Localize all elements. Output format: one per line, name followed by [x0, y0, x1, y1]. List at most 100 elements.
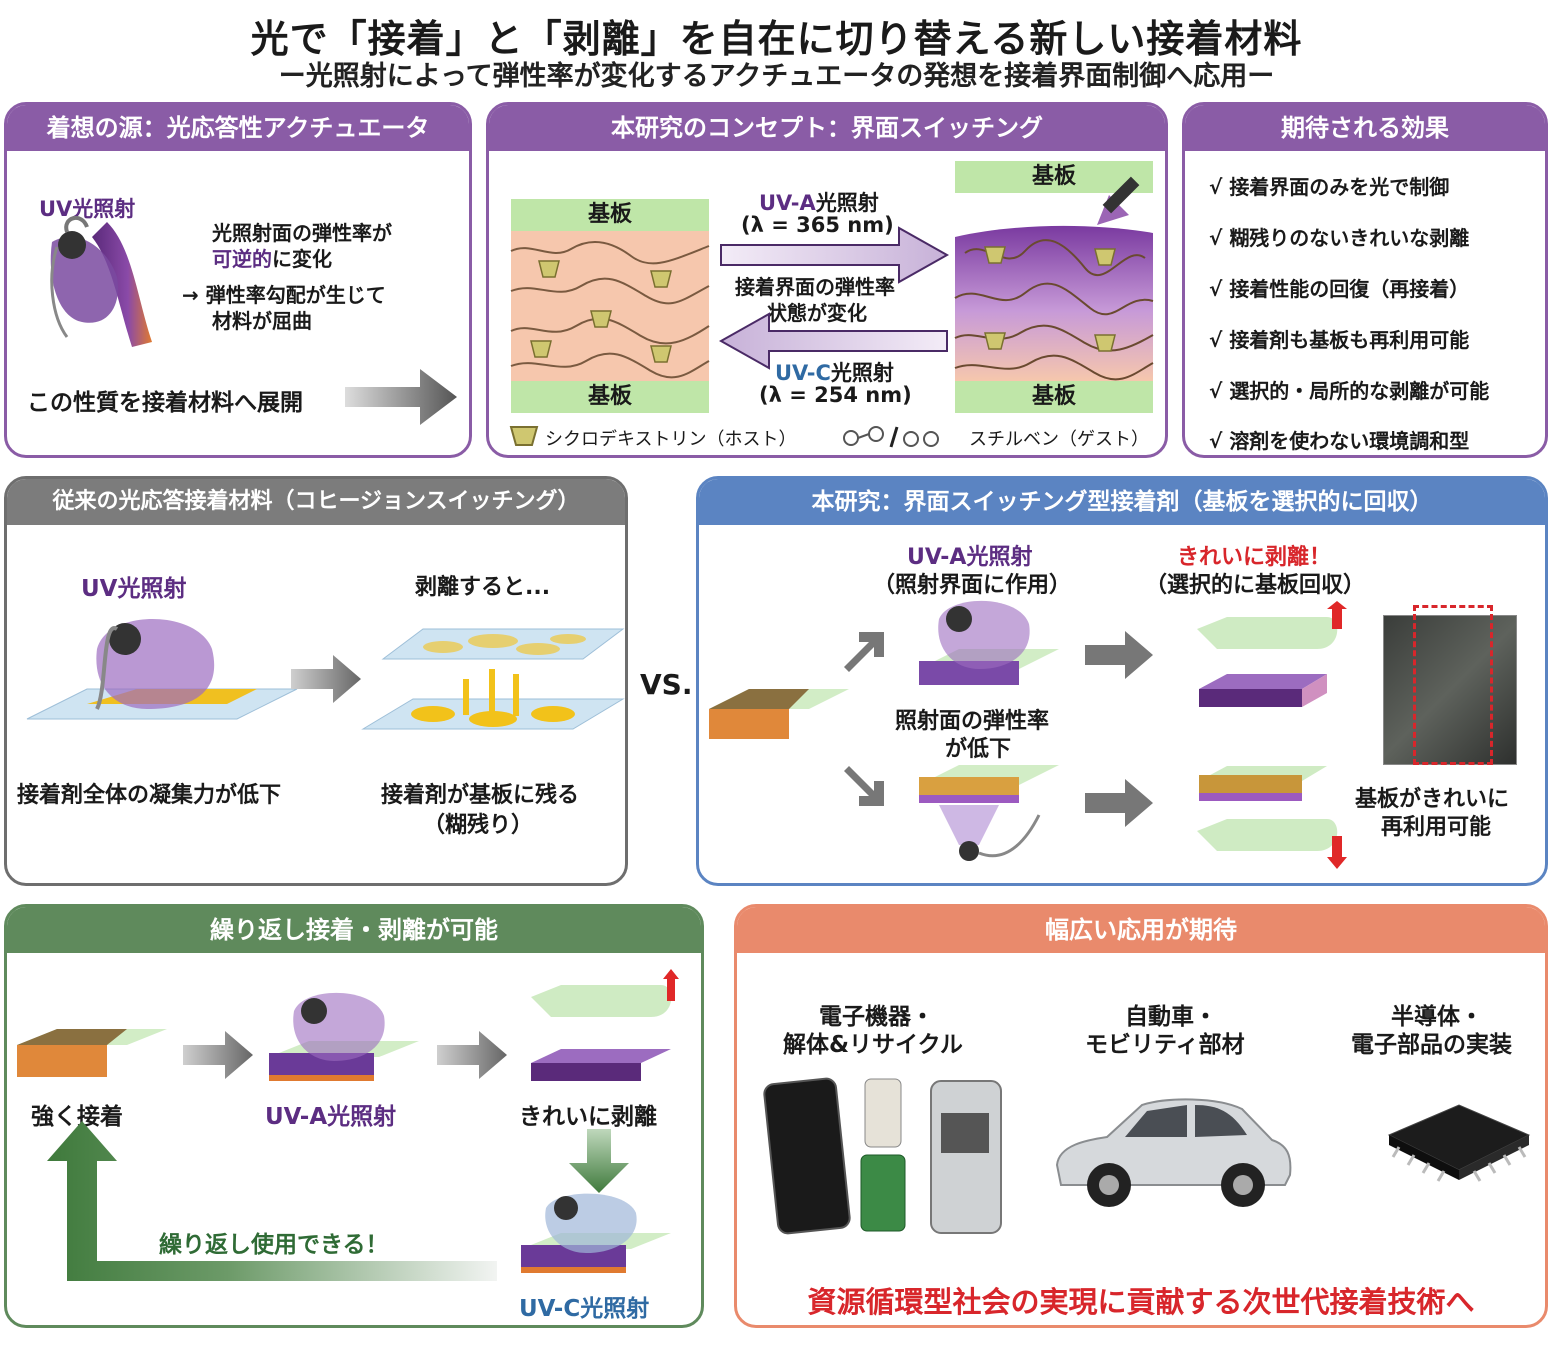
- uva-lamp-stack-bottom: [919, 765, 1059, 861]
- study-clean-1: きれいに剥離！: [1177, 545, 1332, 570]
- inspiration-panel: 着想の源：光応答性アクチュエータ UV光照射 光照射面の弾性率が 可逆的に変化 …: [4, 102, 472, 458]
- repeat-arrow-1-icon: [183, 1031, 253, 1079]
- repeat-strong: 強く接着: [31, 1104, 123, 1130]
- uvc-name: UV-C: [775, 361, 831, 385]
- study-reuse-2: 再利用可能: [1381, 815, 1492, 840]
- effect-text: 溶剤を使わない環境調和型: [1229, 429, 1470, 453]
- effects-title: 期待される効果: [1185, 105, 1545, 151]
- effect-text: 接着性能の回復（再接着）: [1229, 277, 1470, 301]
- guest-legend: スチルベン（ゲスト）: [969, 429, 1149, 450]
- gray-arrow-top-icon: [1085, 631, 1153, 679]
- down-green-arrow-icon: [569, 1129, 629, 1193]
- host-legend-icon: [509, 426, 539, 446]
- effects-panel: 期待される効果 √ 接着界面のみを光で制御 √ 糊残りのないきれいな剥離 √ 接…: [1182, 102, 1548, 458]
- substrate-label: 基板: [1031, 384, 1076, 409]
- substrate-photo: [1383, 615, 1517, 765]
- inspiration-desc-3: → 弾性率勾配が生じて: [182, 283, 386, 307]
- left-substrate-bottom: 基板: [511, 381, 709, 413]
- uva-wavelength: (λ = 365 nm): [741, 213, 894, 237]
- repeat-reuse: 繰り返し使用できる！: [159, 1232, 389, 1258]
- effect-item: √ 接着界面のみを光で制御: [1209, 175, 1450, 199]
- app-car-1: 自動車・: [1125, 1004, 1217, 1030]
- conventional-peel-label: 剥離すると...: [415, 575, 551, 600]
- selection-rectangle: [1413, 605, 1493, 765]
- applications-panel: 幅広い応用が期待 電子機器・ 解体&リサイクル 自動車・ モビリティ部材 半導体…: [734, 904, 1548, 1328]
- peeled-stack-top: [1197, 601, 1347, 707]
- actuator-illustration: [50, 216, 152, 347]
- applications-footer: 資源循環型社会の実現に貢献する次世代接着技術へ: [807, 1285, 1475, 1319]
- study-uva-1: UV-A光照射: [907, 545, 1033, 570]
- left-polymer-network: [510, 231, 710, 381]
- effect-text: 接着剤も基板も再利用可能: [1229, 328, 1470, 352]
- applications-title: 幅広い応用が期待: [737, 907, 1545, 953]
- effect-item: √ 選択的・局所的な剥離が可能: [1209, 379, 1490, 403]
- repeat-uva: UV-A光照射: [265, 1104, 397, 1130]
- effect-text: 接着界面のみを光で制御: [1229, 175, 1450, 199]
- app-semi-2: 電子部品の実装: [1351, 1032, 1512, 1058]
- host-legend: シクロデキストリン（ホスト）: [545, 429, 797, 450]
- up-right-arrow-icon: [844, 632, 884, 672]
- smartphone-parts-illustration: [763, 1077, 1002, 1235]
- study-reuse-1: 基板がきれいに: [1355, 787, 1510, 812]
- uvc-wavelength: (λ = 254 nm): [759, 383, 912, 407]
- uv-label: UV光照射: [39, 197, 136, 221]
- app-elec-1: 電子機器・: [819, 1004, 934, 1030]
- conventional-caption-left: 接着剤全体の凝集力が低下: [17, 783, 282, 808]
- repeat-title: 繰り返し接着・剥離が可能: [7, 907, 701, 953]
- right-polymer-network: [954, 225, 1154, 381]
- substrate-label: 基板: [1031, 164, 1076, 189]
- inspiration-desc-2: 可逆的に変化: [212, 243, 332, 272]
- bonded-stack-icon: [17, 1029, 167, 1077]
- effect-item: √ 糊残りのないきれいな剥離: [1209, 226, 1470, 250]
- effect-text: 選択的・局所的な剥離が可能: [1229, 379, 1490, 403]
- substrate-label: 基板: [587, 384, 632, 409]
- change-text: に変化: [272, 247, 332, 271]
- page-subtitle: ー光照射によって弾性率が変化するアクチュエータの発想を接着界面制御へ応用ー: [278, 61, 1275, 92]
- flashlight-icon: [1097, 176, 1140, 225]
- app-semi-1: 半導体・: [1391, 1004, 1483, 1030]
- repeat-uvc-lamp: [521, 1193, 671, 1273]
- conventional-uv-label: UV光照射: [81, 576, 187, 602]
- study-modulus-1: 照射面の弾性率: [895, 709, 1050, 734]
- uvc-label: UV-C光照射: [775, 357, 894, 387]
- backward-arrow-icon: [718, 312, 948, 370]
- effect-item: √ 接着剤も基板も再利用可能: [1209, 328, 1470, 352]
- this-study-title: 本研究：界面スイッチング型接着剤（基板を選択的に回収）: [699, 479, 1545, 525]
- repeat-arrow-2-icon: [437, 1031, 507, 1079]
- forward-arrow-icon: [720, 226, 950, 284]
- concept-panel: 本研究のコンセプト：界面スイッチング 基板 基板 UV-A光照射 (λ = 36…: [486, 102, 1168, 458]
- effect-text: 糊残りのないきれいな剥離: [1229, 226, 1470, 250]
- interface-modulus-1: 接着界面の弾性率: [735, 275, 895, 299]
- uva-lamp-stack-top: [919, 600, 1059, 685]
- page-title: 光で「接着」と「剥離」を自在に切り替える新しい接着材料: [250, 17, 1303, 61]
- uv-lamp-on-adhesive: [26, 619, 298, 720]
- down-right-arrow-icon: [844, 766, 884, 806]
- uva-label: UV-A光照射: [759, 187, 879, 217]
- study-uva-2: （照射界面に作用）: [873, 573, 1072, 598]
- repeat-panel: 繰り返し接着・剥離が可能 強く接着 UV-A光照射 きれいに剥離: [4, 904, 704, 1328]
- study-clean-2: （選択的に基板回収）: [1145, 573, 1366, 598]
- vs-label: VS.: [640, 668, 693, 701]
- guest-legend-icon: [843, 426, 939, 448]
- app-car-2: モビリティ部材: [1085, 1032, 1245, 1058]
- inspiration-title: 着想の源：光応答性アクチュエータ: [7, 105, 469, 151]
- substrate-label: 基板: [587, 202, 632, 227]
- app-elec-2: 解体&リサイクル: [783, 1032, 963, 1058]
- repeat-uvc: UV-C光照射: [519, 1296, 650, 1322]
- gray-arrow-bottom-icon: [1085, 779, 1153, 827]
- adhesive-residue-illustration: [361, 628, 625, 730]
- conventional-title: 従来の光応答接着材料（コヒージョンスイッチング）: [7, 479, 625, 525]
- left-substrate-top: 基板: [511, 199, 709, 231]
- this-study-panel: 本研究：界面スイッチング型接着剤（基板を選択的に回収） UV-A光照射 （照射界…: [696, 476, 1548, 886]
- reversible-text: 可逆的: [212, 247, 272, 271]
- conventional-panel: 従来の光応答接着材料（コヒージョンスイッチング） UV光照射 剥離すると... …: [4, 476, 628, 886]
- right-arrow-icon: [345, 369, 457, 425]
- conventional-caption-right-1: 接着剤が基板に残る: [381, 783, 580, 808]
- repeat-clean: きれいに剥離: [519, 1104, 657, 1130]
- initial-bonded-stack: [709, 689, 849, 739]
- car-illustration: [1055, 1098, 1292, 1207]
- concept-title: 本研究のコンセプト：界面スイッチング: [489, 105, 1165, 151]
- interface-modulus-2: 状態が変化: [767, 301, 867, 325]
- repeat-uva-lamp: [269, 992, 419, 1081]
- inspiration-desc-1: 光照射面の弾性率が: [212, 221, 392, 245]
